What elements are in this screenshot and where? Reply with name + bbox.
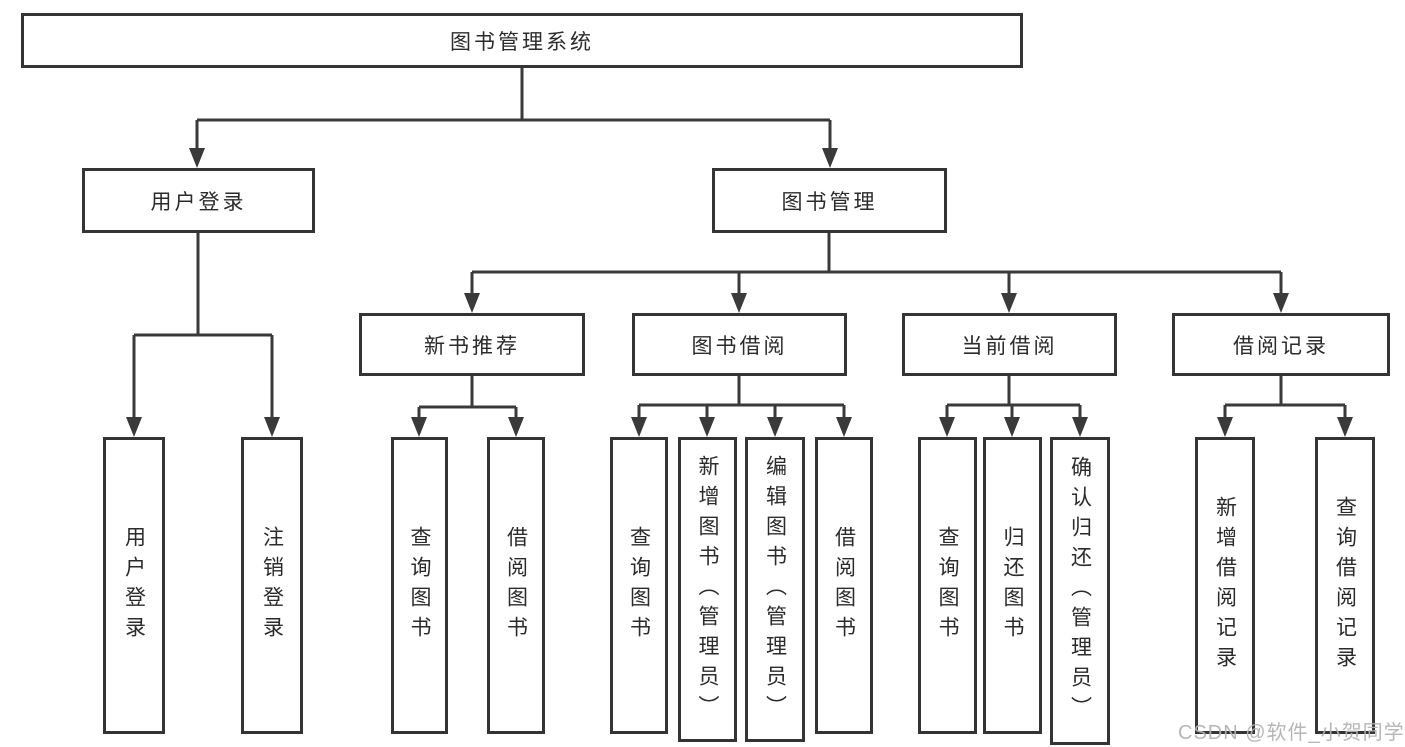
connector-paths — [132, 68, 1347, 419]
leaf-borrow-borrow-books: 借阅图书 — [815, 437, 873, 734]
node-user-login: 用户登录 — [82, 168, 315, 233]
leaf-edit-books-admin-label: 编辑图书（管理员） — [763, 454, 787, 725]
leaf-recommend-query-books-label: 查询图书 — [408, 525, 432, 646]
leaf-user-login-label: 用户登录 — [122, 525, 146, 646]
leaf-current-query-books-label: 查询图书 — [936, 525, 960, 646]
node-root-label: 图书管理系统 — [450, 30, 594, 54]
leaf-user-login: 用户登录 — [103, 437, 165, 734]
leaf-current-query-books: 查询图书 — [918, 437, 977, 734]
node-user-login-label: 用户登录 — [150, 190, 247, 214]
leaf-return-books-label: 归还图书 — [1001, 525, 1025, 646]
node-book-borrow: 图书借阅 — [632, 313, 847, 376]
arrowheads — [126, 148, 1353, 437]
leaf-confirm-return-admin: 确认归还（管理员） — [1050, 437, 1110, 745]
leaf-add-books-admin-label: 新增图书（管理员） — [696, 454, 720, 725]
node-new-book-recommend: 新书推荐 — [359, 313, 585, 376]
leaf-borrow-query-books: 查询图书 — [610, 437, 668, 734]
leaf-logout: 注销登录 — [241, 437, 303, 734]
node-root: 图书管理系统 — [21, 13, 1023, 68]
leaf-logout-label: 注销登录 — [260, 525, 284, 646]
node-book-management-label: 图书管理 — [781, 190, 878, 214]
leaf-query-borrow-record-label: 查询借阅记录 — [1333, 495, 1357, 676]
node-book-management: 图书管理 — [712, 168, 947, 233]
leaf-add-books-admin: 新增图书（管理员） — [678, 437, 737, 742]
leaf-add-borrow-record: 新增借阅记录 — [1195, 437, 1255, 734]
node-new-book-recommend-label: 新书推荐 — [424, 334, 520, 358]
leaf-recommend-borrow-books-label: 借阅图书 — [504, 525, 528, 646]
leaf-recommend-query-books: 查询图书 — [391, 437, 448, 734]
leaf-confirm-return-admin-label: 确认归还（管理员） — [1068, 456, 1092, 726]
leaf-return-books: 归还图书 — [983, 437, 1042, 734]
csdn-watermark: CSDN @软件_小贺同学 — [1178, 722, 1405, 744]
leaf-recommend-borrow-books: 借阅图书 — [487, 437, 545, 734]
leaf-edit-books-admin: 编辑图书（管理员） — [745, 437, 805, 742]
leaf-borrow-query-books-label: 查询图书 — [627, 525, 651, 646]
leaf-add-borrow-record-label: 新增借阅记录 — [1213, 495, 1237, 676]
node-borrow-records-label: 借阅记录 — [1233, 334, 1329, 358]
node-current-borrow-label: 当前借阅 — [961, 334, 1058, 358]
node-book-borrow-label: 图书借阅 — [691, 334, 788, 358]
leaf-borrow-borrow-books-label: 借阅图书 — [832, 525, 856, 646]
leaf-query-borrow-record: 查询借阅记录 — [1315, 437, 1375, 734]
node-current-borrow: 当前借阅 — [902, 313, 1117, 376]
node-borrow-records: 借阅记录 — [1172, 313, 1390, 376]
